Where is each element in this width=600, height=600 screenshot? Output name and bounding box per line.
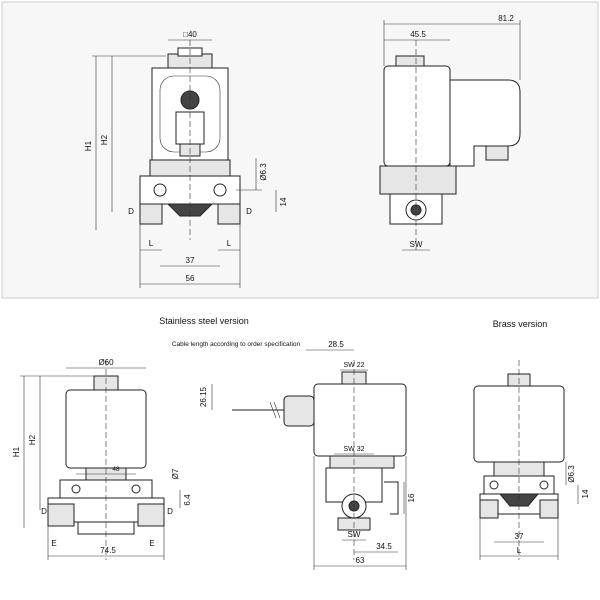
diaphragm [166,203,214,217]
dim-bm-sw: SW [348,530,361,539]
dim-48: 48 [112,466,120,473]
dim-br-dia: Ø6.3 [567,465,576,483]
dim-bl-e-left: E [51,539,56,548]
dim-bl-e-right: E [149,539,154,548]
port-left [153,183,167,197]
dim-2615: 26.15 [199,386,208,407]
caption-brass: Brass version [493,319,548,329]
dim-dia: Ø6.3 [259,163,268,181]
dim-br-l: L [517,546,522,555]
side-cap [395,55,425,67]
dim-bl-h2: H2 [28,434,37,445]
dim-285: 28.5 [328,340,344,349]
dim-812: 81.2 [498,14,514,23]
dim-br-14: 14 [581,489,590,498]
bm-bracket [384,481,399,515]
bl-fitting-right [137,503,165,527]
dim-square: □40 [183,30,197,39]
dim-d-right: D [246,207,252,216]
top-left-front-view: □40 H1 H2 Ø6.3 14 D D L L 37 56 [84,30,288,288]
dim-345: 34.5 [376,542,392,551]
dim-l-left: L [149,239,154,248]
dim-sw32: SW 32 [343,446,364,453]
dim-sw22: SW 22 [343,362,364,369]
dim-37: 37 [186,256,195,265]
dim-745: 74.5 [100,546,116,555]
br-fitting-right [539,499,559,519]
dim-bl-h1: H1 [12,446,21,457]
dim-56: 56 [186,274,195,283]
cable-gland [485,145,509,161]
bm-bonnet [329,455,395,469]
br-port-right [539,480,549,490]
fitting-left [139,203,163,225]
bl-bolt-left [71,484,81,494]
bm-cable-entry [283,395,315,427]
br-fitting-left [479,499,499,519]
caption-cable-note: Cable length according to order specific… [172,341,301,348]
bottom-left-front-view: Ø60 H1 H2 48 Ø7 6.4 D D E E 74.5 [12,358,192,560]
side-bonnet [379,165,457,195]
dim-14: 14 [279,197,288,206]
fitting-right [217,203,241,225]
top-right-side-view: 81.2 45.5 SW [379,14,521,251]
bottom-mid-side-view: 26.15 28.5 SW 22 SW 32 16 SW 34.5 63 [199,340,416,570]
dim-455: 45.5 [410,30,426,39]
caption-stainless: Stainless steel version [159,316,249,326]
dim-h1: H1 [84,140,93,151]
dim-sw: SW [410,240,423,249]
dim-l-right: L [227,239,232,248]
port-right [213,183,227,197]
bm-cable-break [269,401,281,419]
dim-bl-d-right: D [167,507,173,516]
dim-h2: H2 [100,134,109,145]
dim-br-37: 37 [515,532,524,541]
dim-dia60: Ø60 [98,358,114,367]
dim-d-left: D [128,207,134,216]
dim-7: Ø7 [171,468,180,479]
br-port-left [489,480,499,490]
dim-16: 16 [407,493,416,502]
bl-fitting-left [47,503,75,527]
bottom-right-front-view: Ø6.3 14 37 L [473,360,590,560]
dim-bl-d-left: D [41,507,47,516]
side-coil [383,65,451,167]
dim-63: 63 [356,556,365,565]
bl-bolt-right [131,484,141,494]
dim-6-4: 6.4 [183,494,192,506]
